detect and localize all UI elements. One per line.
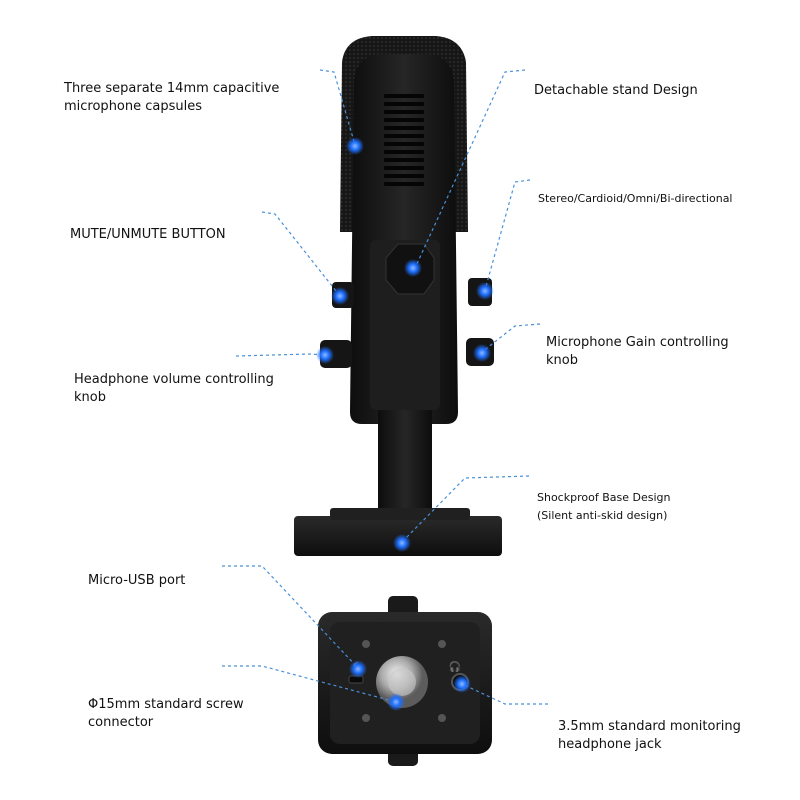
label-capsules-line2: microphone capsules xyxy=(64,99,203,114)
line-gain xyxy=(481,323,541,353)
label-jack: 3.5mm standard monitoring headphone jack xyxy=(558,718,741,754)
label-screw: Φ15mm standard screw connector xyxy=(88,696,244,732)
screw xyxy=(362,640,370,648)
line-capsules xyxy=(319,69,356,146)
line-detachable xyxy=(414,69,526,269)
dot-shockproof xyxy=(393,534,411,552)
dot-patterns xyxy=(476,282,494,300)
label-shockproof-line2: (Silent anti-skid design) xyxy=(537,509,668,522)
vent-slots xyxy=(384,94,424,186)
label-capsules: Three separate 14mm capacitive microphon… xyxy=(64,80,279,116)
label-screw-line2: connector xyxy=(88,715,154,730)
line-usb xyxy=(222,565,359,669)
label-patterns: Stereo/Cardioid/Omni/Bi-directional xyxy=(538,192,733,205)
label-capsules-line1: Three separate 14mm capacitive xyxy=(64,81,280,96)
line-patterns xyxy=(484,179,531,291)
callout-dots xyxy=(316,137,494,711)
stand-neck xyxy=(378,410,432,516)
label-gain-line1: Microphone Gain controlling xyxy=(546,335,729,350)
screw xyxy=(438,640,446,648)
label-headphone-volume: Headphone volume controlling knob xyxy=(74,371,274,407)
line-mute xyxy=(261,211,341,297)
label-shockproof-line1: Shockproof Base Design xyxy=(537,491,671,504)
screw xyxy=(438,714,446,722)
dot-capsules xyxy=(346,137,364,155)
label-headphone-volume-line1: Headphone volume controlling xyxy=(74,372,274,387)
label-headphone-volume-line2: knob xyxy=(74,390,106,405)
label-usb: Micro-USB port xyxy=(88,573,186,588)
label-mute: MUTE/UNMUTE BUTTON xyxy=(70,227,226,242)
microphone-body xyxy=(340,36,468,424)
headphone-icon: 🎧 xyxy=(449,660,461,673)
dot-gain xyxy=(473,344,491,362)
label-shockproof: Shockproof Base Design (Silent anti-skid… xyxy=(537,489,670,525)
line-headphone xyxy=(235,353,325,357)
label-jack-line1: 3.5mm standard monitoring xyxy=(558,719,741,734)
dot-headphone xyxy=(316,346,334,364)
label-detachable: Detachable stand Design xyxy=(534,83,698,98)
stand xyxy=(294,410,502,556)
screw xyxy=(362,714,370,722)
line-screw xyxy=(222,665,397,703)
label-gain-line2: knob xyxy=(546,353,578,368)
dot-detachable xyxy=(404,259,422,277)
dot-screw xyxy=(387,693,405,711)
callout-lines xyxy=(222,69,548,705)
dot-usb xyxy=(349,660,367,678)
dot-jack xyxy=(453,675,471,693)
port-panel: ⭍ 🎧 xyxy=(318,596,492,766)
line-jack xyxy=(461,683,548,705)
label-screw-line1: Φ15mm standard screw xyxy=(88,697,244,712)
dot-mute xyxy=(331,287,349,305)
label-gain: Microphone Gain controlling knob xyxy=(546,334,729,370)
label-jack-line2: headphone jack xyxy=(558,737,662,752)
